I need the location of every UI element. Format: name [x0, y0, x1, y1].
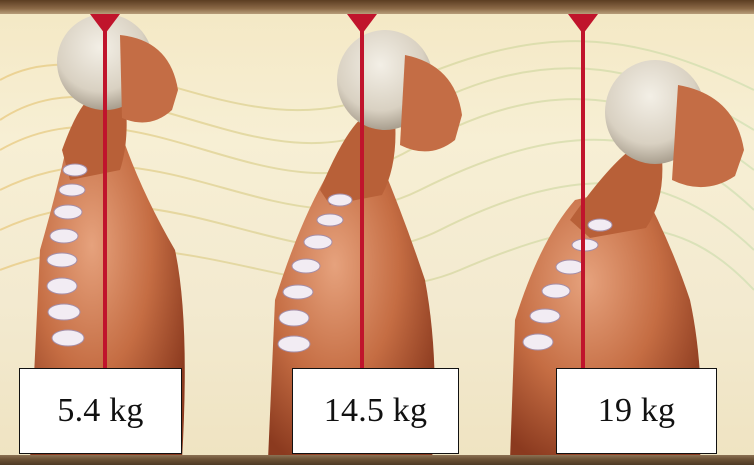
- face: [400, 55, 462, 151]
- weight-label-2: 14.5 kg: [292, 368, 459, 454]
- plumb-marker-3-icon: [568, 14, 598, 34]
- weight-label-2-text: 14.5 kg: [324, 392, 427, 430]
- face: [120, 35, 178, 123]
- weight-label-1: 5.4 kg: [19, 368, 182, 454]
- frame-border-bottom: [0, 455, 754, 465]
- face: [672, 85, 744, 187]
- weight-label-3-text: 19 kg: [598, 392, 676, 430]
- weight-label-1-text: 5.4 kg: [57, 392, 143, 430]
- frame-border-top: [0, 0, 754, 14]
- plumb-marker-2-icon: [347, 14, 377, 34]
- weight-label-3: 19 kg: [556, 368, 717, 454]
